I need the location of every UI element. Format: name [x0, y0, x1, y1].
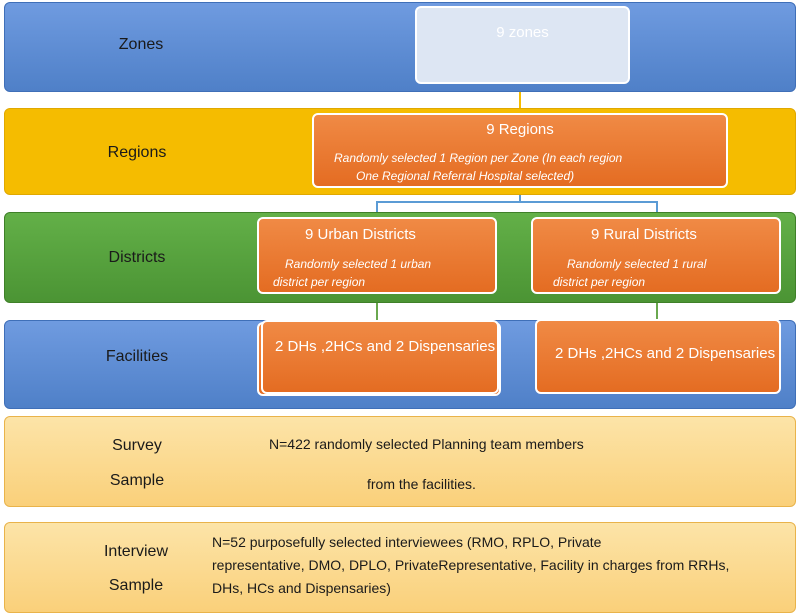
interview-label-line1: Interview — [103, 543, 169, 560]
zones-box: 9 zones — [415, 6, 630, 84]
interview-sample-band: Interview Sample N=52 purposefully selec… — [4, 522, 796, 613]
districts-label: Districts — [108, 249, 166, 266]
zones-box-title: 9 zones — [496, 24, 549, 41]
zones-label: Zones — [118, 36, 164, 53]
rural-districts-note-2: district per region — [553, 275, 646, 289]
regions-box: 9 Regions Randomly selected 1 Region per… — [312, 113, 728, 188]
regions-box-note-1: Randomly selected 1 Region per Zone (In … — [334, 151, 623, 165]
urban-districts-note-1: Randomly selected 1 urban — [285, 257, 432, 271]
connector-zones-regions — [519, 84, 521, 116]
urban-facilities-box: 2 DHs ,2HCs and 2 Dispensaries — [261, 320, 499, 394]
survey-text-line2: from the facilities. — [367, 476, 476, 492]
survey-label-line2: Sample — [109, 472, 165, 489]
connector-rural-facilities — [656, 294, 658, 322]
urban-facilities-title: 2 DHs ,2HCs and 2 Dispensaries — [275, 338, 496, 355]
interview-text-line2: representative, DMO, DPLO, PrivateRepres… — [212, 557, 730, 573]
urban-districts-title: 9 Urban Districts — [305, 226, 416, 243]
rural-facilities-title: 2 DHs ,2HCs and 2 Dispensaries — [555, 345, 776, 362]
urban-districts-box: 9 Urban Districts Randomly selected 1 ur… — [257, 217, 497, 294]
urban-districts-note-2: district per region — [273, 275, 366, 289]
survey-label-line1: Survey — [112, 437, 162, 454]
interview-label-line2: Sample — [108, 577, 164, 594]
rural-districts-note-1: Randomly selected 1 rural — [567, 257, 707, 271]
connector-regions-urban — [376, 201, 378, 219]
connector-urban-facilities — [376, 292, 378, 322]
rural-districts-title: 9 Rural Districts — [591, 226, 697, 243]
survey-text-line1: N=422 randomly selected Planning team me… — [269, 436, 584, 452]
rural-districts-box: 9 Rural Districts Randomly selected 1 ru… — [531, 217, 781, 294]
regions-box-title: 9 Regions — [486, 121, 554, 138]
regions-label: Regions — [107, 144, 167, 161]
interview-text-line1: N=52 purposefully selected interviewees … — [212, 534, 602, 550]
interview-text-line3: DHs, HCs and Dispensaries) — [212, 580, 391, 596]
connector-regions-bar — [376, 201, 658, 203]
survey-sample-band: Survey Sample N=422 randomly selected Pl… — [4, 416, 796, 507]
facilities-label: Facilities — [105, 348, 169, 365]
connector-regions-rural — [656, 201, 658, 219]
regions-box-note-2: One Regional Referral Hospital selected) — [356, 169, 575, 183]
zones-band: Zones — [4, 2, 796, 92]
rural-facilities-box: 2 DHs ,2HCs and 2 Dispensaries — [535, 319, 781, 394]
